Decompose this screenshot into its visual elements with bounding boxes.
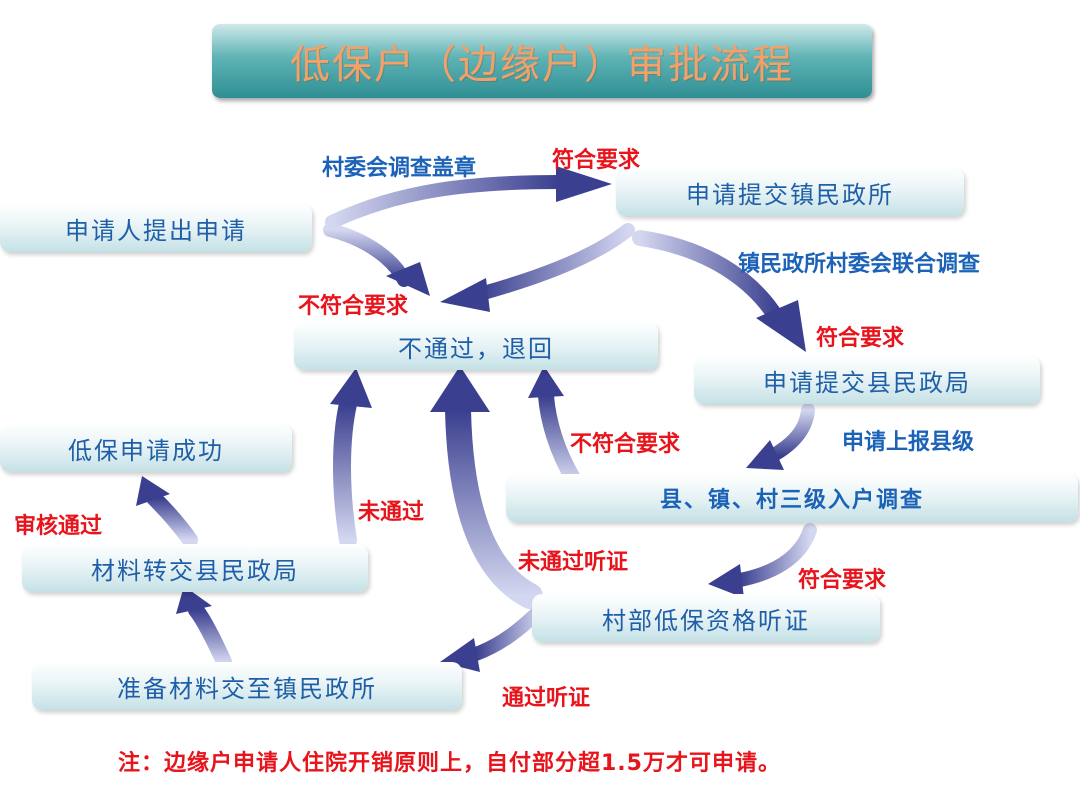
label-meets-3: 符合要求 — [798, 568, 887, 593]
node-success: 低保申请成功 — [0, 424, 292, 472]
arrow-hearing-to-reject — [430, 366, 543, 609]
label-joint-survey: 镇民政所村委会联合调查 — [738, 252, 981, 277]
arrow-transfer-to-success — [136, 476, 198, 548]
arrow-transfer-to-reject — [330, 368, 372, 549]
label-meets-1: 符合要求 — [552, 148, 641, 173]
footnote: 注：边缘户申请人住院开销原则上，自付部分超1.5万才可申请。 — [118, 751, 781, 776]
label-not-meets-1: 不符合要求 — [298, 294, 409, 319]
page-title: 低保户（边缘户）审批流程 — [290, 42, 794, 88]
label-meets-2: 符合要求 — [816, 326, 905, 351]
label-report-county: 申请上报县级 — [842, 430, 975, 455]
label-village-stamp: 村委会调查盖章 — [322, 156, 477, 181]
arrow-survey-to-reject — [528, 366, 582, 488]
node-hearing: 村部低保资格听证 — [532, 594, 880, 642]
label-not-passed: 未通过 — [358, 500, 425, 525]
node-transfer-county: 材料转交县民政局 — [22, 544, 368, 592]
arrow-town-to-county — [632, 230, 806, 352]
node-reject: 不通过，退回 — [294, 322, 658, 370]
arrow-prepare-to-transfer — [176, 586, 232, 670]
title-banner: 低保户（边缘户）审批流程 — [212, 24, 872, 98]
node-applicant: 申请人提出申请 — [0, 204, 312, 252]
label-hearing-failed: 未通过听证 — [518, 550, 629, 575]
arrow-town-to-reject — [440, 223, 635, 312]
node-prepare: 准备材料交至镇民政所 — [32, 662, 462, 710]
label-hearing-passed: 通过听证 — [502, 686, 591, 711]
arrow-survey-to-hearing — [708, 523, 817, 598]
arrow-applicant-to-town — [325, 166, 612, 229]
node-survey: 县、镇、村三级入户调查 — [506, 474, 1078, 522]
arrow-county-to-survey — [746, 403, 815, 470]
node-submit-county: 申请提交县民政局 — [694, 356, 1040, 404]
label-review-pass: 审核通过 — [14, 514, 103, 539]
arrow-applicant-to-reject — [323, 223, 430, 296]
node-submit-town: 申请提交镇民政所 — [616, 168, 964, 216]
label-not-meets-2: 不符合要求 — [570, 432, 681, 457]
